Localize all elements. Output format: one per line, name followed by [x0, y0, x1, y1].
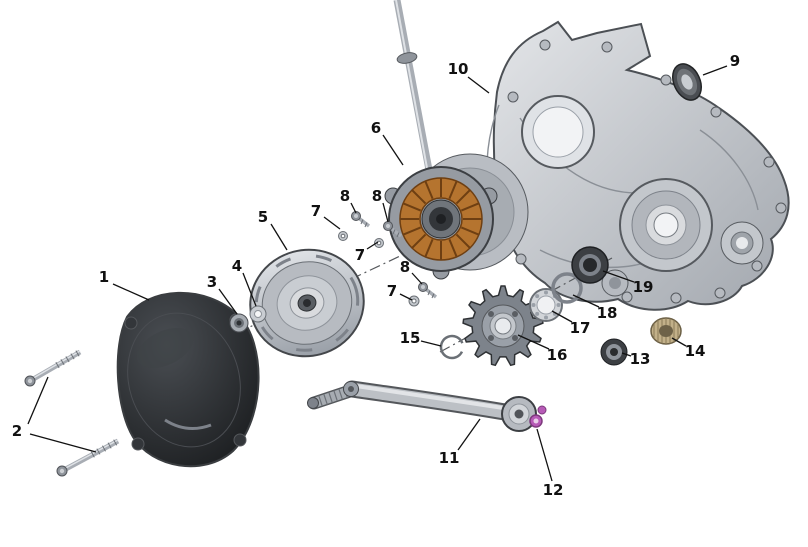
callout-8: 8	[340, 187, 350, 205]
leader-line	[112, 283, 150, 301]
callout-17: 17	[570, 319, 591, 337]
callout-8: 8	[400, 258, 410, 276]
callout-19: 19	[633, 278, 654, 296]
leader-line	[270, 223, 288, 251]
hub-washer-4	[249, 305, 267, 323]
case-bolt-bosses	[507, 39, 787, 304]
callout-7: 7	[355, 246, 365, 264]
stator-coil-segments	[400, 178, 482, 260]
leader-line	[536, 428, 553, 482]
leader-line	[457, 418, 481, 451]
shift-shaft	[393, 0, 435, 177]
callout-13: 13	[630, 350, 651, 368]
leader-line	[27, 376, 49, 425]
crankcase-half	[486, 20, 790, 311]
flywheel-rotor	[249, 248, 365, 358]
callout-11: 11	[439, 449, 460, 467]
leader-line	[572, 294, 600, 308]
oil-seal-9	[671, 63, 703, 101]
callout-6: 6	[371, 119, 381, 137]
leader-line	[29, 433, 97, 453]
leader-line	[218, 288, 238, 315]
leader-line	[366, 241, 379, 250]
seal-19	[571, 246, 609, 284]
callout-9: 9	[730, 52, 740, 70]
pivot-washers-12	[529, 405, 547, 428]
stator-bolts-8	[351, 211, 438, 299]
callout-18: 18	[597, 304, 618, 322]
leader-line	[602, 270, 635, 283]
callout-7: 7	[311, 202, 321, 220]
callout-8: 8	[372, 187, 382, 205]
sprocket-lightening-holes	[488, 311, 518, 341]
needle-bearing-14	[650, 317, 682, 345]
seal-13	[600, 338, 628, 366]
callout-14: 14	[685, 342, 706, 360]
leader-line	[420, 340, 442, 347]
callout-12: 12	[543, 481, 564, 499]
leader-line	[350, 202, 357, 214]
stator-washers	[338, 231, 420, 307]
leader-line	[242, 272, 257, 307]
sprocket-16	[462, 285, 544, 367]
callout-5: 5	[258, 208, 268, 226]
leader-line	[671, 337, 687, 347]
callout-1: 1	[99, 268, 109, 286]
stator-assembly	[384, 153, 529, 280]
leader-line	[467, 76, 490, 94]
leader-line	[382, 202, 389, 223]
callout-4: 4	[232, 257, 242, 275]
hub-nut-3	[229, 313, 249, 333]
leader-line	[323, 216, 341, 230]
circlip-15	[439, 334, 465, 360]
callout-7: 7	[387, 282, 397, 300]
leader-line	[382, 134, 404, 166]
roller-bearing-17	[529, 288, 563, 322]
callout-15: 15	[400, 329, 421, 347]
o-ring-18	[551, 272, 583, 304]
cover-emblem	[164, 418, 212, 431]
callout-10: 10	[448, 60, 469, 78]
kick-start-lever	[307, 380, 547, 432]
leader-line	[411, 272, 423, 285]
callout-3: 3	[207, 273, 217, 291]
leader-line	[551, 310, 573, 323]
leader-line	[517, 334, 550, 350]
leader-line	[399, 293, 413, 301]
cover-bolts-2	[24, 349, 120, 477]
leader-line	[621, 352, 632, 357]
callout-16: 16	[547, 346, 568, 364]
callout-2: 2	[12, 422, 22, 440]
leader-line	[702, 65, 728, 76]
